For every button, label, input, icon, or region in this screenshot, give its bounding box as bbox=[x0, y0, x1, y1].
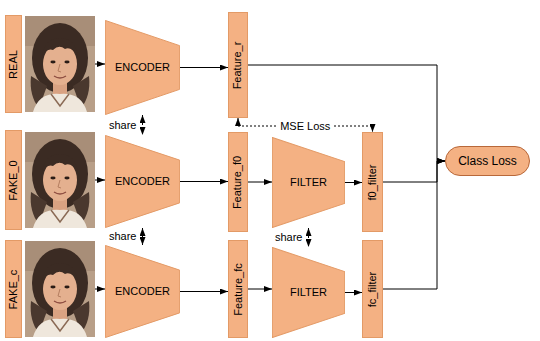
image-input: FAKE_0 bbox=[5, 130, 95, 230]
image-input: REAL bbox=[5, 15, 95, 113]
arrow-connector bbox=[180, 67, 228, 68]
feature-map: Feature_f0 bbox=[228, 132, 248, 232]
input-label: REAL bbox=[7, 50, 20, 79]
node-label: ENCODER bbox=[115, 61, 170, 74]
network-block: ENCODER bbox=[105, 135, 180, 228]
node-label: Class Loss bbox=[458, 154, 517, 168]
arrow-connector bbox=[95, 64, 105, 65]
label-strip: FAKE_c bbox=[5, 240, 22, 338]
feature-map: fc_filter bbox=[362, 240, 383, 338]
arrow-connector bbox=[95, 180, 105, 181]
network-block: FILTER bbox=[272, 247, 345, 338]
arrow-connector bbox=[180, 181, 228, 182]
network-block: FILTER bbox=[272, 137, 345, 228]
dotted-connector bbox=[238, 118, 373, 132]
arrow-connector bbox=[95, 289, 105, 290]
face-photo bbox=[25, 241, 95, 337]
node-label: Feature_r bbox=[232, 41, 245, 89]
loss-node: Class Loss bbox=[445, 146, 530, 176]
image-input: FAKE_c bbox=[5, 240, 95, 338]
input-label: FAKE_c bbox=[7, 269, 20, 309]
trapezoid-outline bbox=[272, 137, 344, 227]
dotted-connector bbox=[142, 228, 143, 245]
node-label: Feature_f0 bbox=[232, 155, 245, 208]
node-label: FILTER bbox=[290, 176, 327, 189]
arrow-connector bbox=[345, 292, 362, 293]
feature-map: Feature_r bbox=[228, 12, 248, 118]
dotted-connector bbox=[142, 115, 143, 135]
feature-map: f0_filter bbox=[362, 132, 383, 232]
trapezoid-outline bbox=[105, 20, 179, 114]
label-strip: FAKE_0 bbox=[5, 130, 22, 230]
network-block: ENCODER bbox=[105, 20, 180, 115]
arrow-connector bbox=[383, 161, 445, 182]
trapezoid-outline bbox=[105, 135, 179, 227]
arrow-connector bbox=[248, 289, 272, 290]
face-photo bbox=[25, 16, 95, 112]
arrow-connector bbox=[383, 161, 445, 289]
node-label: FILTER bbox=[290, 286, 327, 299]
node-label: ENCODER bbox=[115, 175, 170, 188]
edge-label: MSE Loss bbox=[278, 120, 332, 133]
edge-label: share bbox=[107, 230, 139, 243]
edge-label: share bbox=[273, 231, 305, 244]
trapezoid-outline bbox=[272, 247, 344, 337]
network-block: ENCODER bbox=[105, 245, 180, 338]
node-label: f0_filter bbox=[366, 164, 379, 200]
node-label: fc_filter bbox=[366, 271, 379, 306]
input-label: FAKE_0 bbox=[7, 160, 20, 200]
dotted-connector bbox=[308, 228, 309, 247]
face-photo bbox=[25, 132, 95, 228]
node-label: Feature_fc bbox=[232, 263, 245, 316]
feature-map: Feature_fc bbox=[228, 240, 248, 338]
edge-label: share bbox=[107, 119, 139, 132]
trapezoid-outline bbox=[105, 245, 179, 337]
arrow-connector bbox=[248, 182, 272, 183]
label-strip: REAL bbox=[5, 15, 22, 113]
node-label: ENCODER bbox=[115, 285, 170, 298]
arrow-connector bbox=[180, 291, 228, 292]
arrow-connector bbox=[345, 182, 362, 183]
